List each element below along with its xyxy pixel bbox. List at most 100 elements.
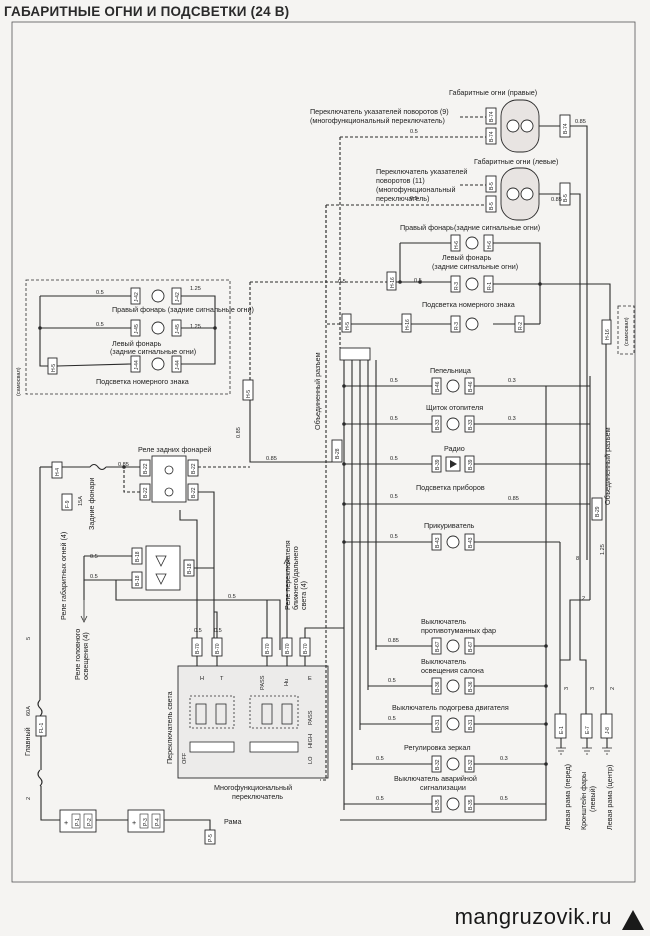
wire-size-label: 0.5 (388, 678, 396, 684)
right-lamp-sub-label: (задние сигнальные огни) (454, 223, 540, 232)
chassis-left-lamp-sub-label: (задние сигнальные огни) (110, 347, 196, 356)
multi-switch-body (177, 665, 329, 779)
conn-b18a-label: B-18 (135, 551, 141, 562)
conn-b74a (485, 107, 497, 125)
dipped-relay-label-a: Реле переключателя (283, 540, 292, 610)
conn-b31a-label: B-31 (435, 719, 441, 730)
wire-size-label: 0.5 (390, 534, 398, 540)
conn-j44a-label: J-44 (134, 360, 140, 370)
conn-j45b-label: J-45 (175, 324, 181, 334)
turn-switch-11-label-d: переключатель) (376, 194, 429, 203)
ground-bracket-label-a: Кронштейн фары (579, 772, 588, 830)
pin-label: 8 (576, 556, 579, 562)
conn-b33b-label: B-33 (468, 419, 474, 430)
conn-b33a-label: B-33 (435, 419, 441, 430)
pin-label: 2 (582, 596, 585, 602)
conn-b22a-label: B-22 (143, 463, 149, 474)
conn-b74b (485, 127, 497, 145)
conn-b74a-label: B-74 (489, 111, 495, 122)
marker-relay-group: B-18 B-18 B-18 0.5 0.5 0.5 Реле головног… (73, 540, 308, 680)
conn-b70d-label: B-70 (285, 643, 291, 654)
wire-size-label: 0.5 (388, 716, 396, 722)
hazard-label-b: сигнализации (420, 783, 466, 792)
conn-b70c-label: B-70 (265, 643, 271, 654)
fog-switch-label-a: Выключатель (421, 617, 466, 626)
conn-b22c-label: B-22 (191, 463, 197, 474)
conn-j8-label: J-8 (605, 727, 611, 734)
conn-b67a-label: B-67 (435, 641, 441, 652)
conn-r1-label: R-1 (487, 282, 493, 290)
conn-e1-label: E-1 (559, 726, 565, 734)
marker-right-bulb-2 (520, 119, 534, 133)
conn-b31b-label: B-31 (468, 719, 474, 730)
wire-size-label: 0.5 (410, 196, 418, 202)
wire-size-label: 0.5 (194, 628, 202, 634)
wire-size-label: 5 (26, 637, 32, 640)
turn-switch-11-label-c: (многофункциональный (376, 185, 456, 194)
pos-pass2-label: PASS (308, 710, 314, 725)
conn-b5b (485, 195, 497, 213)
conn-f9-label: F-9 (65, 500, 71, 508)
conn-p5-label: P-5 (208, 834, 214, 842)
battery-group: FL-1 60A Главный 2 5 + P-1 P-2 + P-3 P-4… (23, 637, 242, 845)
wire-size-label: 0.5 (376, 756, 384, 762)
conn-h5b-label: H-5 (51, 364, 57, 372)
svg-text:+: + (64, 818, 68, 827)
chassis-right-lamp-label: Правый фонарь (задние сигнальные огни) (112, 305, 254, 314)
wire-size-label: 0.5 (228, 594, 236, 600)
conn-p1-label: P-1 (75, 818, 81, 826)
conn-r3-label: R-3 (454, 282, 460, 290)
mirror-adj-label: Регулировка зеркал (404, 743, 471, 752)
wire-size-label: 0.85 (266, 456, 277, 462)
conn-j42b-label: J-42 (175, 292, 181, 302)
right-rear-bulb (465, 236, 479, 250)
ashtray-label: Пепельница (430, 366, 471, 375)
pos-t-label: T (220, 676, 224, 682)
wire-size-label: 0.5 (214, 628, 222, 634)
conn-j44b-label: J-44 (175, 360, 181, 370)
wire-size-label: 0.85 (508, 496, 519, 502)
turn-switch-11-label-a: Переключатель указателей (376, 167, 467, 176)
conn-h5c-label: H-5 (246, 390, 252, 398)
turn-switch-9-sub-label: (многофункциональный переключатель) (310, 116, 445, 125)
dipped-relay-label-c: света (4) (299, 581, 308, 610)
joint-connector-group: H-5 Объединенный разъем Объединенный раз… (242, 347, 612, 810)
pos-off-label: OFF (182, 752, 188, 764)
rear-lamps-right-group: Правый фонарь (задние сигнальные огни) H… (249, 205, 635, 620)
conn-p4-label: P-4 (155, 818, 161, 826)
conn-h4-label: H-4 (55, 468, 61, 476)
wire-size-label: 3 (590, 687, 596, 690)
conn-r2-label: R-2 (518, 322, 524, 330)
conn-fl1-label: FL-1 (39, 723, 45, 734)
conn-b70b-label: B-70 (215, 643, 221, 654)
wire-size-label: 1.25 (190, 324, 201, 330)
wire-size-label: 1.25 (190, 286, 201, 292)
pos-pass-label: PASS (260, 675, 266, 690)
wire-size-label: 0.5 (376, 796, 384, 802)
wire-size-label: 0.85 (236, 427, 242, 438)
chassis-plate-label: Подсветка номерного знака (96, 377, 189, 386)
conn-b32a-label: B-32 (435, 759, 441, 770)
wire-size-label: 0.3 (500, 756, 508, 762)
conn-j42a-label: J-42 (134, 292, 140, 302)
turn-switch-9-label: Переключатель указателей поворотов (9) (310, 107, 449, 116)
wire-size-label: 0.85 (388, 638, 399, 644)
pos-high-label: HIGH (308, 734, 314, 748)
conn-h6b-label: H-6 (487, 241, 493, 249)
marker-right-label: Габаритные огни (правые) (449, 88, 537, 97)
conn-h16c-label: H-16 (605, 329, 611, 340)
radio-label: Радио (444, 444, 465, 453)
conn-j45a-label: J-45 (134, 324, 140, 334)
main-fuse-label: Главный (23, 727, 32, 756)
wire-size-label: 2 (610, 687, 616, 690)
illumination-group: Пепельница B-46 B-46 Щиток отопителя B-3… (342, 366, 591, 600)
chassis-right-label: (самосвал) (624, 317, 630, 346)
conn-b67b-label: B-67 (468, 641, 474, 652)
lighter-label: Прикуриватель (424, 521, 475, 530)
ground-center-label: Левая рама (центр) (605, 765, 614, 830)
joint-connector-label: Объединенный разъем (313, 352, 322, 430)
marker-right-bulb-1 (506, 119, 520, 133)
conn-b29-label: B-29 (595, 506, 601, 517)
wire-size-label: 0.5 (500, 796, 508, 802)
multi-switch-label-a: Многофункциональный (214, 783, 292, 792)
